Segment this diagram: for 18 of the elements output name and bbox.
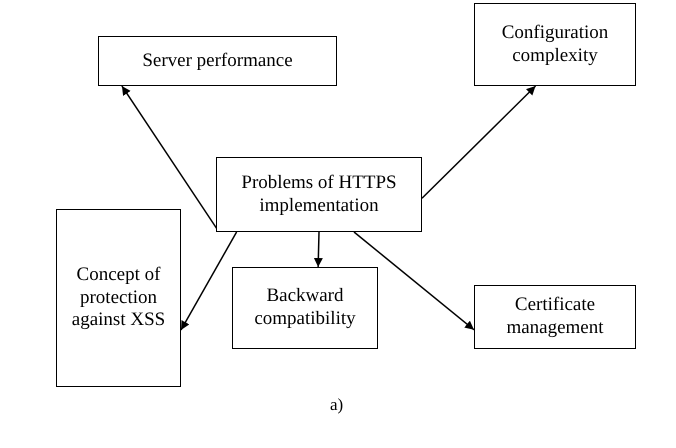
box-label: Backward compatibility [253,285,357,331]
box-label: Certificate management [505,294,605,340]
caption: a) [330,395,344,415]
box-label: Configuration complexity [500,22,610,68]
arrow [180,232,238,330]
arrow [121,86,218,230]
arrow [421,85,536,199]
box-label: Server performance [142,50,293,72]
arrow [314,232,323,268]
box-label: Concept of protection against XSS [70,264,166,332]
arrow [354,231,474,330]
text-box [232,267,378,349]
text-box [56,209,181,387]
text-box [98,36,337,86]
text-box [216,157,422,232]
text-box [474,3,636,86]
box-label: Problems of HTTPS implementation [240,172,398,218]
text-box [474,285,636,349]
